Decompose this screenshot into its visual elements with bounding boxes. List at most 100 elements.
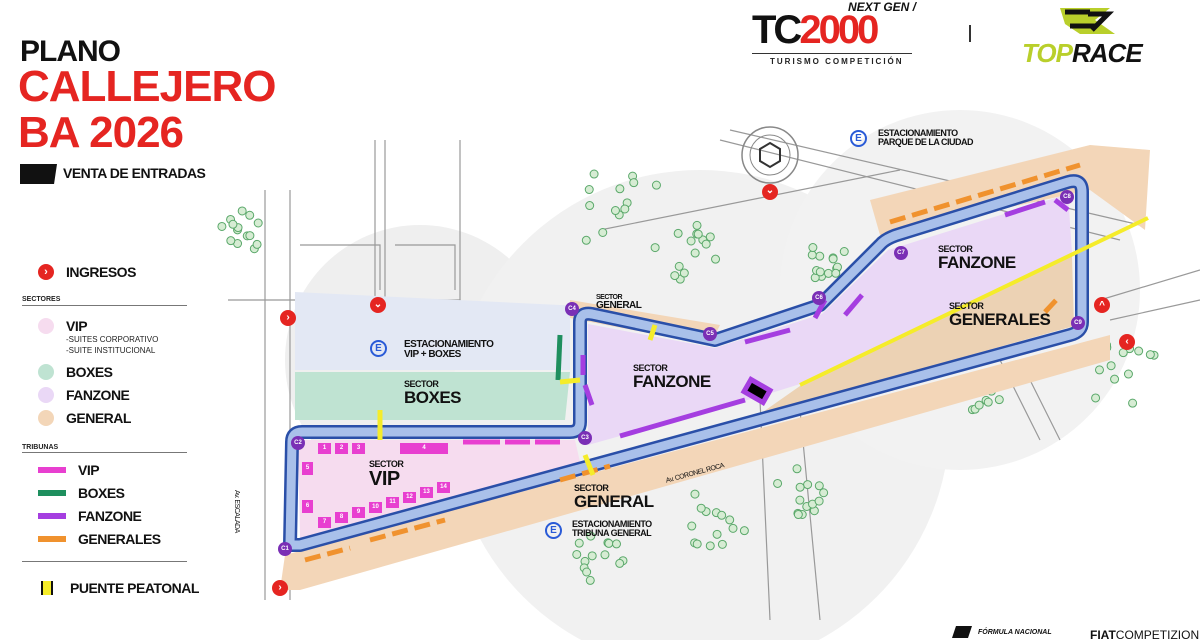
legend-sector-vip: VIP-SUITES CORPORATIVO-SUITE INSTITUCION… [38,318,158,356]
title-callejero: CALLEJERO [18,62,276,111]
tree [1128,398,1138,408]
logo-divider [969,25,971,42]
tree [831,268,841,278]
tree [581,235,591,245]
tree [252,239,262,249]
vip-stand-10 [369,502,382,513]
tree [793,510,803,520]
vip-stand-12 [403,492,416,503]
tree [814,496,824,506]
legend-sector-label: GENERAL [66,410,131,426]
toprace-race: RACE [1071,38,1143,68]
parking-vip-area [295,292,570,370]
tree [728,523,738,533]
ingreso-marker[interactable]: ⌄ [762,184,778,200]
legend-tribuna-label: FANZONE [78,508,142,524]
legend-sector-label: VIP [66,318,88,334]
street-escalada: Av. ESCALADA [233,490,240,533]
tc2000-tc: TC [752,8,802,52]
tree [739,526,749,536]
tree [612,539,622,549]
general-area-bottom [280,335,1110,590]
sector-color-swatch [38,387,54,403]
tree [705,232,715,242]
tree [674,261,684,271]
tc2000-logo: NEXT GEN / TC2000 TURISMO COMPETICIÓN [752,0,917,70]
vip-stand-number: 3 [356,445,361,451]
tree [572,549,582,559]
tree [819,488,829,498]
legend-divider [22,561,187,562]
tree [585,575,595,585]
legend-tribuna-label: VIP [78,462,100,478]
tree [711,254,721,264]
sector-color-swatch [38,364,54,380]
corner-marker-c1: C1 [278,542,292,556]
tree [620,204,630,214]
parking-icon: E [370,340,387,357]
tree [600,550,610,560]
legend-sector-general: GENERAL [38,410,131,426]
tree [696,503,706,513]
puentes-peatonales [377,324,658,476]
ingreso-marker[interactable]: › [280,310,296,326]
sector-color-swatch [38,318,54,334]
vip-stand-14 [437,482,450,493]
tree [1134,346,1144,356]
vip-stand-number: 7 [322,519,327,525]
tree [974,400,984,410]
tree [587,551,597,561]
vip-stand-number: 10 [372,504,379,510]
ingreso-marker[interactable]: ^ [1094,297,1110,313]
formula-nacional-logo: FÓRMULA NACIONAL [952,626,1052,638]
toprace-emblem [1060,8,1115,34]
tree [1145,350,1155,360]
legend-divider [22,305,187,306]
tree [717,539,727,549]
vip-stand-number: 14 [440,484,447,490]
tree [701,239,711,249]
tree [823,268,833,278]
tree [983,397,993,407]
walkway-line [799,216,1149,387]
tree [217,221,227,231]
tc2000-num: 2000 [799,8,879,52]
parking-icon: E [545,522,562,539]
ingreso-marker[interactable]: ⌄ [370,297,386,313]
legend-tribuna-fanzone: FANZONE [38,508,142,524]
vip-stand-number: 2 [339,445,344,451]
tree [670,271,680,281]
formula-nacional-text: FÓRMULA NACIONAL [978,628,1052,636]
tree [615,558,625,568]
vip-stand-number: 13 [423,489,430,495]
fiat-light: COMPETIZIONE [1115,628,1200,642]
tree [773,478,783,488]
tree [1123,369,1133,379]
tree [815,267,825,277]
vip-stand-number: 8 [339,514,344,520]
legend-ingresos: › INGRESOS [38,264,136,280]
tree [814,481,824,491]
legend-tribuna-label: BOXES [78,485,125,501]
ingreso-marker[interactable]: › [272,580,288,596]
legend-sector-note: -SUITE INSTITUCIONAL [66,346,156,355]
tree [792,464,802,474]
tree [598,228,608,238]
toprace-top: TOP [1022,38,1073,68]
ingreso-icon: › [38,264,54,280]
tree [673,228,683,238]
ingreso-marker[interactable]: ‹ [1119,334,1135,350]
sector-generales-area [760,255,1074,414]
sector-fanzone-area [588,194,1072,445]
tree [245,210,255,220]
legend-tribunas-heading: TRIBUNAS [22,444,59,451]
tribunas-fanzone [580,198,1070,439]
tree [585,201,595,211]
